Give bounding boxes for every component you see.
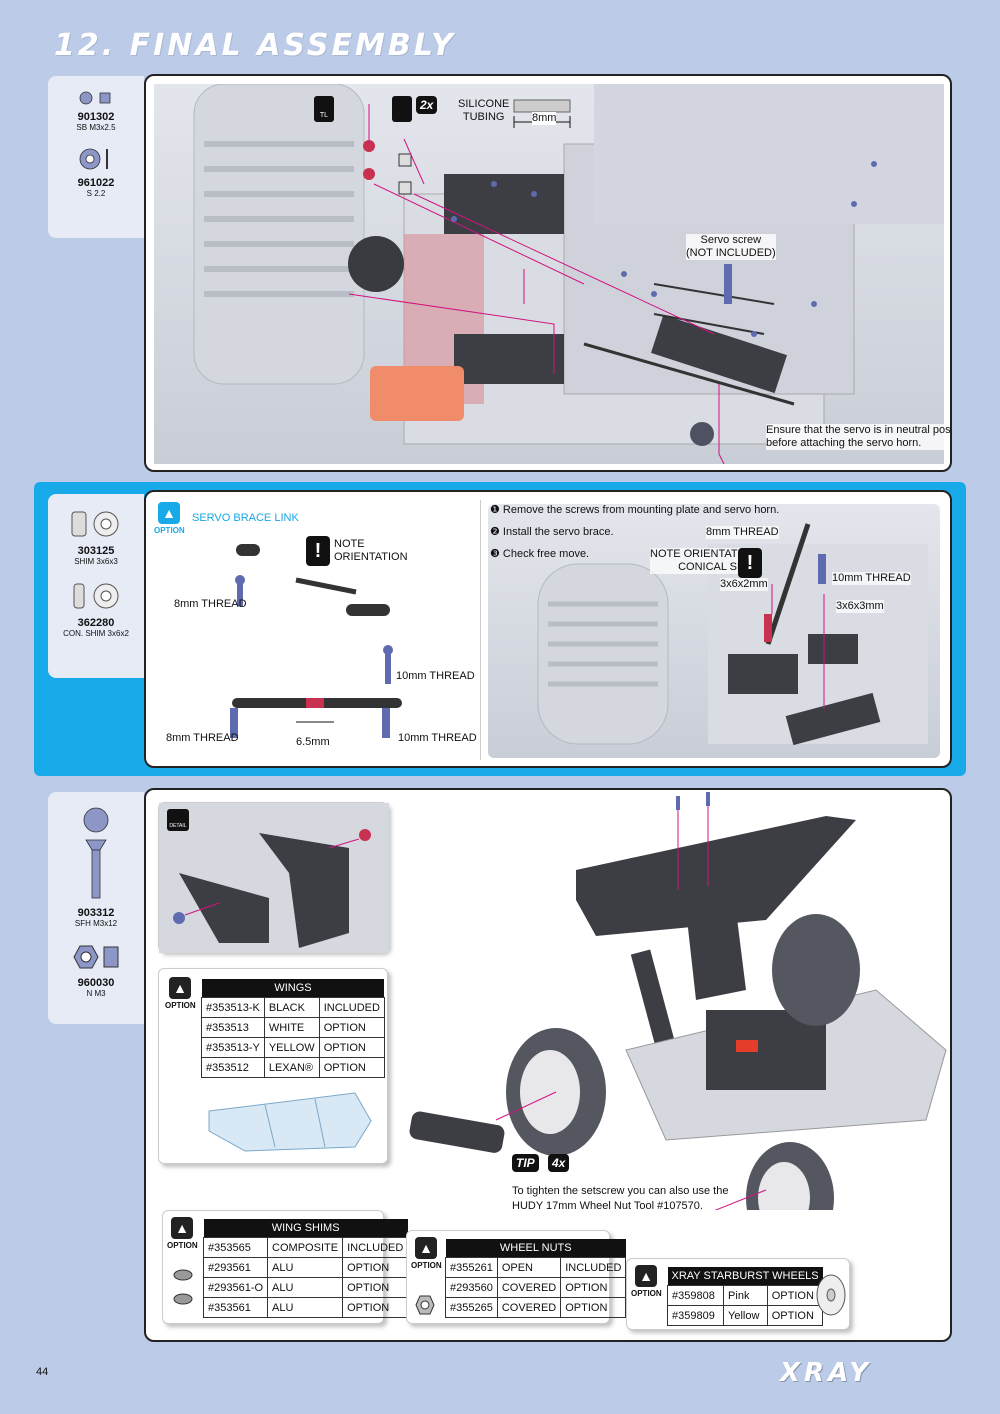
- servo-brace-panel: ▲OPTION SERVO BRACE LINK ! NOTE ORIENTAT…: [144, 490, 952, 768]
- wing-option-drawing: [208, 1092, 372, 1152]
- flat-head-screw-icon: [83, 807, 109, 899]
- tip-count-badge: 4x: [548, 1154, 570, 1172]
- tubing-length: 8mm: [532, 112, 557, 125]
- page-number: 44: [36, 1366, 49, 1378]
- part-item: 303125 SHIM 3x6x3: [48, 508, 144, 566]
- silicone-tubing-label: SILICONE TUBING: [458, 98, 510, 123]
- parts-column-1: 901302 SB M3x2.5 961022 S 2.2: [48, 76, 144, 238]
- page-title: 12. FINAL ASSEMBLY: [54, 28, 456, 63]
- brace-install-illustration: [488, 504, 940, 758]
- step-1: ❶ Remove the screws from mounting plate …: [490, 504, 780, 516]
- chassis-drawing: [193, 83, 944, 465]
- servo-screw-label: Servo screw (NOT INCLUDED): [686, 234, 776, 260]
- thread-8mm-label-bottom: 8mm THREAD: [166, 732, 239, 744]
- tubing-icon: [513, 99, 571, 128]
- main-assembly-panel: TL 2x SILICONE TUBING 8mm Servo screw (N…: [144, 74, 952, 472]
- warning-icon: !: [738, 548, 762, 578]
- conical-shim-icon: [73, 583, 119, 609]
- xray-logo: XRAY: [780, 1358, 873, 1388]
- option-icon: ▲OPTION: [165, 977, 196, 1010]
- part-item: 960030 N M3: [48, 942, 144, 998]
- divider: [480, 500, 481, 760]
- button-screw-icon: [79, 91, 111, 105]
- wheel-rim-icon: [816, 1274, 846, 1316]
- parts-column-2: 303125 SHIM 3x6x3 362280 CON. SHIM 3x6x2: [48, 494, 144, 678]
- thread-8mm-label: 8mm THREAD: [174, 598, 247, 610]
- warning-icon: !: [306, 536, 330, 566]
- thread-10mm-label: 10mm THREAD: [396, 670, 475, 682]
- step-2: ❷ Install the servo brace.: [490, 526, 614, 538]
- link-length: 6.5mm: [296, 736, 330, 748]
- servo-brace-link-drawing: [230, 544, 402, 738]
- part-item: 901302 SB M3x2.5: [48, 90, 144, 132]
- shim-icon: [79, 148, 108, 170]
- car-drawing: [409, 792, 947, 1254]
- parts-column-3: 903312 SFH M3x12 960030 N M3: [48, 792, 144, 1024]
- part-item: 903312 SFH M3x12: [48, 806, 144, 928]
- wing-mount-drawing: [159, 803, 389, 953]
- car-illustration: [406, 790, 950, 1254]
- option-title: SERVO BRACE LINK: [192, 512, 299, 524]
- shim-3x6x3-icon: [71, 511, 119, 537]
- shim-size: 3x6x3mm: [836, 600, 884, 613]
- option-icon: ▲OPTION: [411, 1237, 442, 1270]
- wheel-nut-icon: [415, 1295, 435, 1315]
- note-orientation-label: NOTE ORIENTATION: [334, 538, 408, 563]
- nut-icon: [73, 945, 119, 969]
- wing-shim-icons: [173, 1269, 193, 1305]
- thread-10mm-label-bottom: 10mm THREAD: [398, 732, 477, 744]
- brace-install-drawing: [537, 523, 928, 746]
- right-thread-10mm: 10mm THREAD: [832, 572, 911, 585]
- chassis-illustration: [154, 83, 944, 465]
- grease-icon: [392, 96, 412, 122]
- detail-icon: DETAIL: [167, 809, 189, 831]
- neutral-position-note: Ensure that the servo is in neutral posi…: [766, 424, 950, 450]
- part-item: 961022 S 2.2: [48, 146, 144, 198]
- tip-badge: TIP: [512, 1154, 539, 1172]
- option-icon: ▲OPTION: [167, 1217, 198, 1250]
- option-icon: ▲OPTION: [631, 1265, 662, 1298]
- conical-shim-size: 3x6x2mm: [720, 578, 768, 591]
- part-item: 362280 CON. SHIM 3x6x2: [48, 580, 144, 638]
- right-thread-8mm: 8mm THREAD: [706, 526, 779, 539]
- quantity-badge: 2x: [416, 96, 438, 114]
- step-3: ❸ Check free move.: [490, 548, 590, 560]
- threadlock-icon: TL: [314, 96, 334, 122]
- tip-text: To tighten the setscrew you can also use…: [512, 1185, 729, 1212]
- wing-mount-detail: DETAIL: [158, 802, 389, 953]
- option-icon: ▲OPTION: [154, 502, 185, 535]
